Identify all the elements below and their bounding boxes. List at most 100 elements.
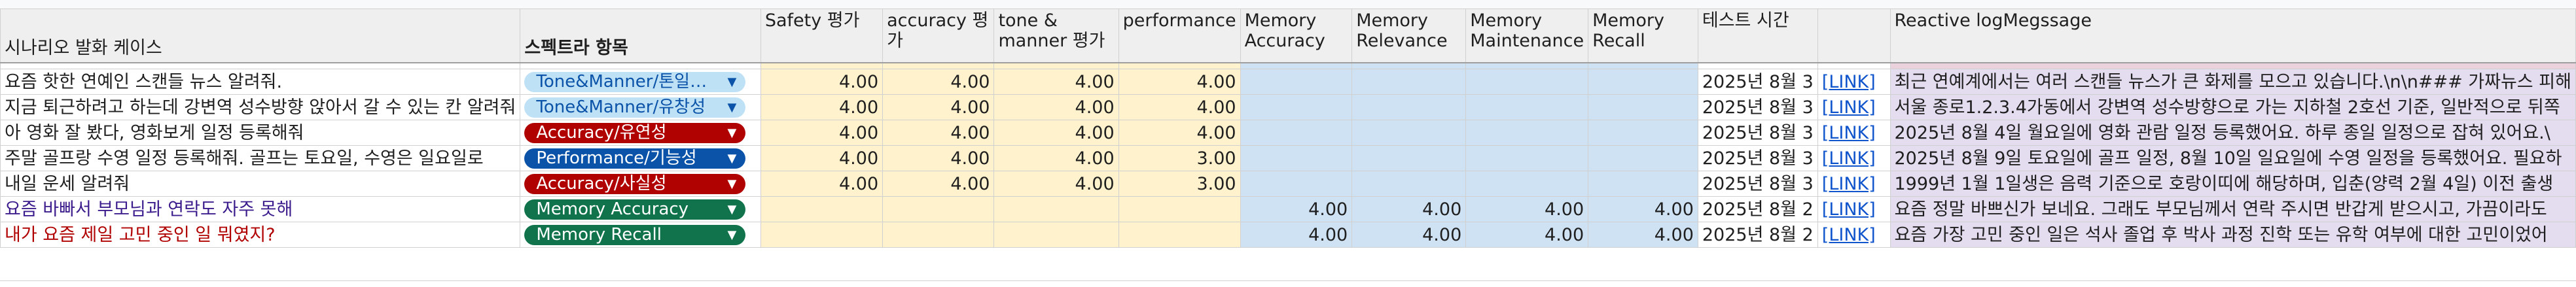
performance-score[interactable]: 4.00 <box>1118 69 1241 95</box>
memory-recall-score[interactable]: 4.00 <box>1588 196 1698 222</box>
tone-score[interactable]: 4.00 <box>993 94 1119 120</box>
tone-score[interactable]: 4.00 <box>993 120 1119 146</box>
spectrum-cell[interactable]: Accuracy/유연성 ▼ <box>520 120 761 146</box>
memory-relevance-score[interactable]: 4.00 <box>1351 196 1467 222</box>
header-memory-recall[interactable]: Memory Recall <box>1588 8 1698 63</box>
reactive-message-cell[interactable]: 1999년 1월 1일생은 음력 기준으로 호랑이띠에 해당하며, 입춘(양력 … <box>1889 171 2576 197</box>
memory-recall-score[interactable] <box>1588 171 1698 197</box>
log-link[interactable]: [LINK] <box>1817 145 1891 171</box>
spectrum-cell[interactable]: Memory Recall ▼ <box>520 222 761 248</box>
performance-score[interactable]: 4.00 <box>1118 94 1241 120</box>
test-time-cell[interactable]: 2025년 8월 3 <box>1697 69 1818 95</box>
memory-relevance-score[interactable] <box>1351 94 1467 120</box>
accuracy-score[interactable] <box>882 222 995 248</box>
log-link[interactable]: [LINK] <box>1817 120 1891 146</box>
memory-relevance-score[interactable]: 4.00 <box>1351 222 1467 248</box>
memory-accuracy-score[interactable] <box>1240 145 1353 171</box>
test-time-cell[interactable]: 2025년 8월 2 <box>1697 196 1818 222</box>
log-link[interactable]: [LINK] <box>1817 69 1891 95</box>
header-performance[interactable]: performance <box>1118 8 1241 63</box>
scenario-cell[interactable]: 요즘 핫한 연예인 스캔들 뉴스 알려줘. <box>0 69 521 95</box>
test-time-cell[interactable]: 2025년 8월 3 <box>1697 94 1818 120</box>
spectrum-cell[interactable]: Tone&Manner/유창성 ▼ <box>520 94 761 120</box>
spectrum-chip[interactable]: Tone&Manner/유창성 ▼ <box>524 97 746 118</box>
header-memory-relevance[interactable]: Memory Relevance <box>1351 8 1467 63</box>
accuracy-score[interactable]: 4.00 <box>882 171 995 197</box>
header-memory-accuracy[interactable]: Memory Accuracy <box>1240 8 1353 63</box>
header-scenario[interactable]: 시나리오 발화 케이스 <box>0 8 521 63</box>
memory-accuracy-score[interactable]: 4.00 <box>1240 196 1353 222</box>
test-time-cell[interactable]: 2025년 8월 2 <box>1697 222 1818 248</box>
tone-score[interactable]: 4.00 <box>993 69 1119 95</box>
log-link[interactable]: [LINK] <box>1817 222 1891 248</box>
spectrum-cell[interactable]: Performance/기능성 ▼ <box>520 145 761 171</box>
safety-score[interactable] <box>760 196 884 222</box>
safety-score[interactable]: 4.00 <box>760 94 884 120</box>
spectrum-chip[interactable]: Tone&Manner/톤일관성 ▼ <box>524 72 746 92</box>
memory-recall-score[interactable]: 4.00 <box>1588 222 1698 248</box>
spectrum-chip[interactable]: Accuracy/유연성 ▼ <box>524 123 746 143</box>
scenario-cell[interactable]: 내일 운세 알려줘 <box>0 171 521 197</box>
test-time-cell[interactable]: 2025년 8월 3 <box>1697 171 1818 197</box>
performance-score[interactable] <box>1118 222 1241 248</box>
memory-maintenance-score[interactable] <box>1465 94 1589 120</box>
accuracy-score[interactable]: 4.00 <box>882 69 995 95</box>
log-link[interactable]: [LINK] <box>1817 171 1891 197</box>
log-link[interactable]: [LINK] <box>1817 94 1891 120</box>
tone-score[interactable]: 4.00 <box>993 171 1119 197</box>
memory-recall-score[interactable] <box>1588 69 1698 95</box>
memory-relevance-score[interactable] <box>1351 120 1467 146</box>
scenario-cell[interactable]: 내가 요즘 제일 고민 중인 일 뭐였지? <box>0 222 521 248</box>
safety-score[interactable]: 4.00 <box>760 69 884 95</box>
memory-accuracy-score[interactable]: 4.00 <box>1240 222 1353 248</box>
tone-score[interactable]: 4.00 <box>993 145 1119 171</box>
test-time-cell[interactable]: 2025년 8월 3 <box>1697 145 1818 171</box>
memory-maintenance-score[interactable] <box>1465 145 1589 171</box>
reactive-message-cell[interactable]: 2025년 8월 4일 월요일에 영화 관람 일정 등록했어요. 하루 종일 일… <box>1889 120 2576 146</box>
header-spectrum[interactable]: 스펙트라 항목 <box>520 8 761 63</box>
safety-score[interactable] <box>760 222 884 248</box>
memory-relevance-score[interactable] <box>1351 171 1467 197</box>
memory-maintenance-score[interactable] <box>1465 171 1589 197</box>
accuracy-score[interactable]: 4.00 <box>882 120 995 146</box>
memory-accuracy-score[interactable] <box>1240 69 1353 95</box>
header-memory-maintenance[interactable]: Memory Maintenance <box>1465 8 1589 63</box>
safety-score[interactable]: 4.00 <box>760 145 884 171</box>
performance-score[interactable]: 4.00 <box>1118 120 1241 146</box>
test-time-cell[interactable]: 2025년 8월 3 <box>1697 120 1818 146</box>
reactive-message-cell[interactable]: 서울 종로1.2.3.4가동에서 강변역 성수방향으로 가는 지하철 2호선 기… <box>1889 94 2576 120</box>
performance-score[interactable]: 3.00 <box>1118 145 1241 171</box>
reactive-message-cell[interactable]: 최근 연예계에서는 여러 스캔들 뉴스가 큰 화제를 모으고 있습니다.\n\n… <box>1889 69 2576 95</box>
scenario-cell[interactable]: 요즘 바빠서 부모님과 연락도 자주 못해 <box>0 196 521 222</box>
memory-accuracy-score[interactable] <box>1240 171 1353 197</box>
header-tone[interactable]: tone & manner 평가 <box>993 8 1119 63</box>
spectrum-cell[interactable]: Accuracy/사실성 ▼ <box>520 171 761 197</box>
memory-relevance-score[interactable] <box>1351 69 1467 95</box>
spectrum-chip[interactable]: Accuracy/사실성 ▼ <box>524 174 746 194</box>
performance-score[interactable]: 3.00 <box>1118 171 1241 197</box>
tone-score[interactable] <box>993 222 1119 248</box>
memory-relevance-score[interactable] <box>1351 145 1467 171</box>
spectrum-chip[interactable]: Memory Accuracy ▼ <box>524 199 746 220</box>
tone-score[interactable] <box>993 196 1119 222</box>
memory-accuracy-score[interactable] <box>1240 94 1353 120</box>
memory-recall-score[interactable] <box>1588 120 1698 146</box>
reactive-message-cell[interactable]: 요즘 정말 바쁘신가 보네요. 그래도 부모님께서 연락 주시면 반갑게 받으시… <box>1889 196 2576 222</box>
scenario-cell[interactable]: 주말 골프랑 수영 일정 등록해줘. 골프는 토요일, 수영은 일요일로 <box>0 145 521 171</box>
memory-maintenance-score[interactable]: 4.00 <box>1465 222 1589 248</box>
memory-recall-score[interactable] <box>1588 145 1698 171</box>
reactive-message-cell[interactable]: 2025년 8월 9일 토요일에 골프 일정, 8월 10일 일요일에 수영 일… <box>1889 145 2576 171</box>
accuracy-score[interactable]: 4.00 <box>882 94 995 120</box>
header-safety[interactable]: Safety 평가 <box>760 8 884 63</box>
accuracy-score[interactable]: 4.00 <box>882 145 995 171</box>
performance-score[interactable] <box>1118 196 1241 222</box>
spectrum-cell[interactable]: Tone&Manner/톤일관성 ▼ <box>520 69 761 95</box>
header-accuracy[interactable]: accuracy 평가 <box>882 8 995 63</box>
memory-maintenance-score[interactable] <box>1465 69 1589 95</box>
header-test-time[interactable]: 테스트 시간 <box>1697 8 1818 63</box>
spectrum-chip[interactable]: Memory Recall ▼ <box>524 225 746 245</box>
scenario-cell[interactable]: 아 영화 잘 봤다, 영화보게 일정 등록해줘 <box>0 120 521 146</box>
accuracy-score[interactable] <box>882 196 995 222</box>
spectrum-chip[interactable]: Performance/기능성 ▼ <box>524 148 746 169</box>
scenario-cell[interactable]: 지금 퇴근하려고 하는데 강변역 성수방향 앉아서 갈 수 있는 칸 알려줘 <box>0 94 521 120</box>
